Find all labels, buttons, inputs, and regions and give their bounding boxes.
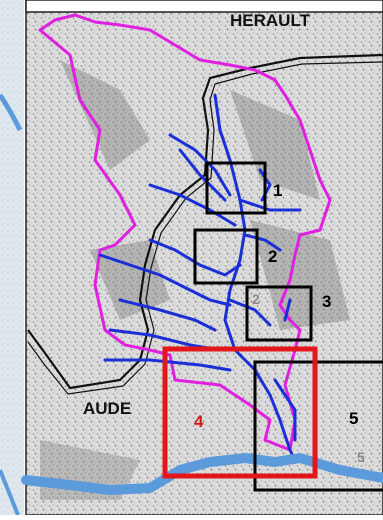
left-side-panel [0,0,24,515]
zone-box-5 [253,360,383,492]
top-white-band [25,0,383,13]
road-line-parallel [27,61,383,395]
zone-box-2 [193,228,259,285]
zone-label-2-ghost: 2 [252,291,260,307]
zone-label-5-ghost: 5 [357,449,365,465]
left-panel-river [0,93,23,132]
region-label-herault: HERAULT [230,11,311,30]
zone-box-4 [162,346,318,479]
zone-label-1: 1 [273,181,282,200]
zone-box-1 [205,161,267,215]
region-label-aude: AUDE [83,399,131,418]
zone-label-4: 4 [194,412,204,431]
zone-label-2: 2 [268,247,277,266]
watershed-boundary [38,13,332,452]
zone-box-3 [245,285,313,342]
zone-label-5: 5 [349,409,358,428]
left-panel-river-lower [0,469,20,516]
zone-label-3: 3 [322,292,331,311]
map-frame [25,0,383,516]
road-line [27,53,383,390]
